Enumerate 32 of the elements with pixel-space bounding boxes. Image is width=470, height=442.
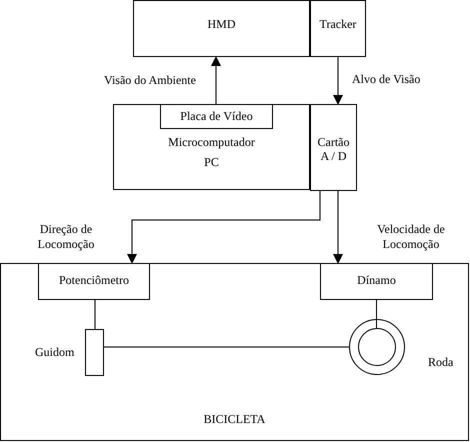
dynamo-box — [320, 263, 433, 300]
node-text: Placa de Vídeo — [180, 109, 253, 123]
connector-line — [94, 300, 96, 330]
connector-line — [376, 300, 377, 328]
wheel-drawing — [349, 319, 405, 375]
handlebar-box — [85, 329, 104, 376]
video-card-box — [160, 104, 273, 129]
edge-label: Alvo de Visão — [352, 72, 422, 87]
tracker-box — [310, 0, 366, 57]
arrow — [211, 56, 221, 104]
bicycle-box — [0, 263, 469, 441]
edge-label: Visão do Ambiente — [104, 73, 197, 88]
arrow — [127, 190, 320, 264]
hmd-box — [133, 0, 310, 57]
node-text: HMD — [207, 17, 236, 31]
potentiometer-box — [38, 263, 150, 300]
node-text: Potenciômetro — [59, 273, 129, 287]
node-text: Microcomputador — [168, 135, 255, 149]
edge-label: Direção de Locomoção — [36, 222, 96, 252]
arrow — [333, 190, 343, 264]
side-label: Roda — [428, 355, 454, 369]
side-label: Guidom — [35, 345, 74, 359]
computer-box — [113, 104, 310, 190]
arrow — [333, 56, 343, 105]
node-text: Cartão A / D — [317, 135, 350, 163]
ad-card-box — [310, 104, 357, 191]
node-text: BICICLETA — [204, 412, 266, 426]
connector-line — [104, 346, 350, 348]
node-text: PC — [204, 155, 219, 169]
node-text: Tracker — [320, 17, 356, 31]
node-text: Dínamo — [357, 273, 396, 287]
edge-label: Velocidade de Locomoção — [376, 222, 446, 252]
